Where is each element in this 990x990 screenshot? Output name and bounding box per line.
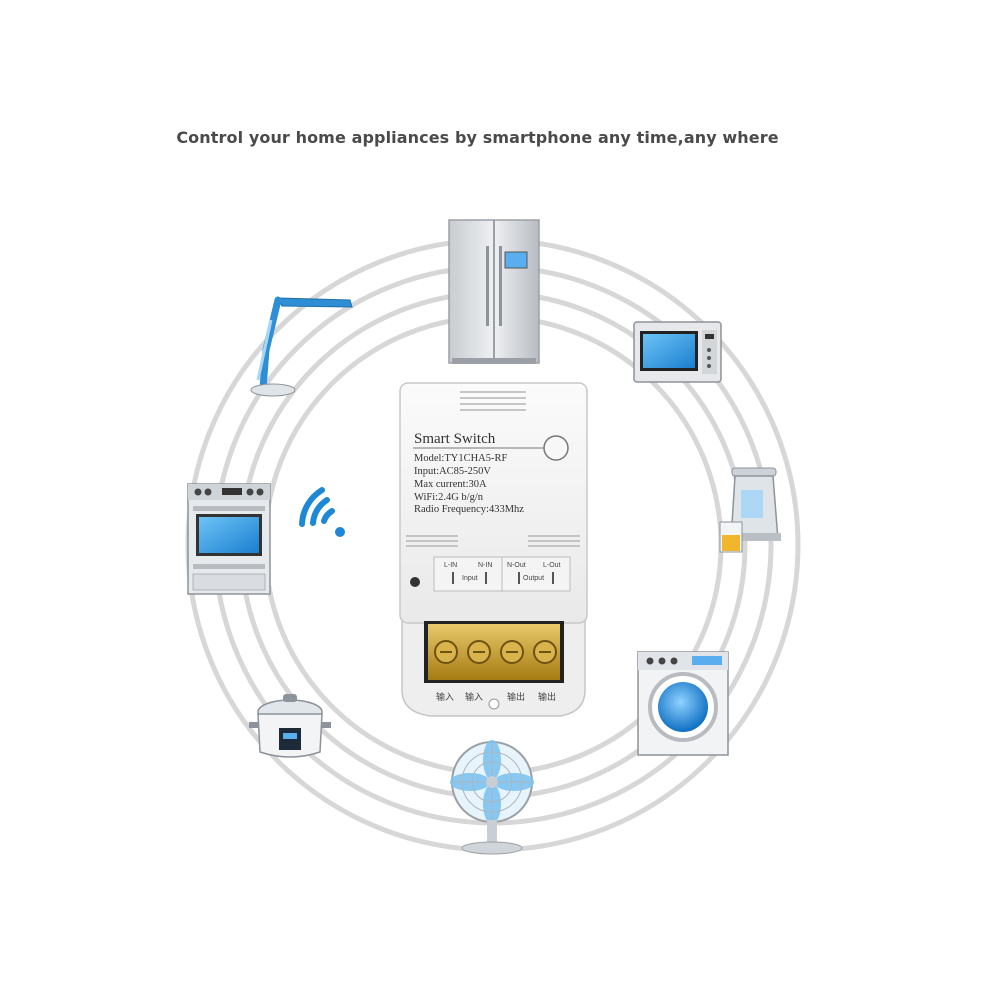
terminal-screws xyxy=(434,640,557,664)
vent-top xyxy=(460,391,526,411)
refrigerator-icon xyxy=(448,219,540,364)
device-wifi: WiFi:2.4G b/g/n xyxy=(414,492,484,503)
terminal-n-out: N-Out xyxy=(507,562,526,569)
device-max-current: Max current:30A xyxy=(414,479,487,490)
terminal-bottom-label-1: 输入 xyxy=(436,691,454,702)
device-input: Input:AC85-250V xyxy=(414,466,491,477)
washing-machine-icon xyxy=(637,651,729,756)
terminal-output-label: Output xyxy=(523,575,544,582)
desk-lamp-icon xyxy=(250,296,353,397)
microwave-icon xyxy=(633,321,722,383)
fan-icon xyxy=(450,740,534,855)
device-radio: Radio Frequency:433Mhz xyxy=(414,504,524,515)
wifi-icon xyxy=(299,487,345,537)
terminal-l-in: L-IN xyxy=(444,562,457,569)
smart-switch-device: Smart Switch Model:TY1CHA5-RF Input:AC85… xyxy=(399,382,588,717)
juicer-icon xyxy=(719,467,781,553)
rice-cooker-icon xyxy=(249,694,331,758)
terminal-bottom-label-4: 输出 xyxy=(538,691,556,702)
terminal-input-label: Input xyxy=(462,575,478,582)
device-model: Model:TY1CHA5-RF xyxy=(414,453,507,464)
terminal-n-in: N-IN xyxy=(478,562,492,569)
headline: Control your home appliances by smartpho… xyxy=(176,128,779,147)
oven-icon xyxy=(187,483,271,595)
device-title: Smart Switch xyxy=(414,431,496,447)
terminal-l-out: L-Out xyxy=(543,562,561,569)
terminal-bottom-label-2: 输入 xyxy=(465,691,483,702)
terminal-bottom-label-3: 输出 xyxy=(507,691,525,702)
